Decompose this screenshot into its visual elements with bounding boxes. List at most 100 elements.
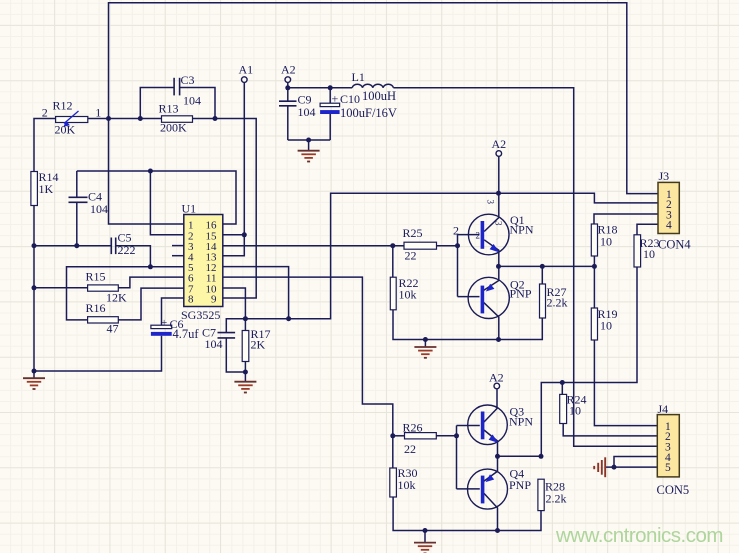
svg-text:2: 2 bbox=[666, 199, 672, 211]
svg-text:1K: 1K bbox=[39, 182, 54, 196]
svg-text:222: 222 bbox=[118, 243, 136, 257]
svg-text:12: 12 bbox=[206, 262, 217, 274]
svg-text:A2: A2 bbox=[492, 137, 507, 151]
svg-text:5: 5 bbox=[188, 262, 194, 274]
svg-text:Q4: Q4 bbox=[510, 467, 525, 481]
svg-text:104: 104 bbox=[205, 337, 223, 351]
svg-text:100uH: 100uH bbox=[362, 89, 396, 103]
svg-text:A2: A2 bbox=[489, 371, 504, 385]
svg-text:R18: R18 bbox=[598, 223, 618, 237]
svg-text:9: 9 bbox=[211, 294, 217, 306]
svg-text:R15: R15 bbox=[86, 270, 106, 284]
svg-text:C9: C9 bbox=[298, 93, 312, 107]
svg-text:10k: 10k bbox=[398, 478, 416, 492]
svg-text:2.2k: 2.2k bbox=[547, 296, 568, 310]
svg-text:104: 104 bbox=[183, 94, 201, 108]
svg-text:A2: A2 bbox=[281, 62, 296, 76]
svg-text:R26: R26 bbox=[403, 421, 423, 435]
svg-text:14: 14 bbox=[206, 241, 218, 253]
svg-text:R30: R30 bbox=[398, 466, 418, 480]
svg-text:3: 3 bbox=[665, 442, 671, 454]
svg-text:104: 104 bbox=[298, 105, 316, 119]
svg-text:PNP: PNP bbox=[509, 478, 531, 492]
svg-text:R28: R28 bbox=[545, 480, 565, 494]
svg-text:1: 1 bbox=[666, 189, 672, 201]
svg-text:20K: 20K bbox=[55, 123, 76, 137]
svg-text:4: 4 bbox=[666, 220, 672, 232]
svg-text:5: 5 bbox=[665, 462, 671, 474]
svg-text:22: 22 bbox=[404, 442, 416, 456]
svg-text:C6: C6 bbox=[170, 317, 184, 331]
svg-text:2K: 2K bbox=[251, 338, 266, 352]
svg-text:15: 15 bbox=[206, 230, 218, 242]
svg-text:3: 3 bbox=[666, 209, 672, 221]
svg-text:47: 47 bbox=[107, 322, 119, 336]
svg-text:10: 10 bbox=[600, 319, 612, 333]
svg-text:R27: R27 bbox=[547, 285, 567, 299]
svg-text:1: 1 bbox=[95, 106, 101, 120]
svg-text:2: 2 bbox=[453, 224, 459, 238]
svg-text:C5: C5 bbox=[118, 231, 132, 245]
svg-text:Q1: Q1 bbox=[510, 213, 525, 227]
svg-text:11: 11 bbox=[206, 273, 217, 285]
svg-text:R23: R23 bbox=[640, 236, 660, 250]
svg-text:R13: R13 bbox=[159, 102, 179, 116]
svg-text:3: 3 bbox=[188, 241, 194, 253]
svg-text:+: + bbox=[161, 317, 167, 329]
svg-text:10: 10 bbox=[600, 235, 612, 249]
svg-text:7: 7 bbox=[188, 284, 194, 296]
svg-text:3: 3 bbox=[494, 221, 504, 226]
svg-text:C10: C10 bbox=[340, 92, 360, 106]
svg-text:4.7uf: 4.7uf bbox=[173, 327, 200, 341]
svg-text:22: 22 bbox=[405, 249, 417, 263]
svg-text:13: 13 bbox=[206, 251, 218, 263]
svg-text:2: 2 bbox=[665, 431, 671, 443]
svg-text:+: + bbox=[332, 92, 339, 106]
svg-text:PNP: PNP bbox=[510, 287, 532, 301]
svg-text:6: 6 bbox=[188, 273, 194, 285]
svg-text:Q2: Q2 bbox=[510, 277, 525, 291]
svg-text:2: 2 bbox=[476, 231, 481, 241]
svg-text:J4: J4 bbox=[658, 402, 669, 416]
svg-text:R19: R19 bbox=[598, 307, 618, 321]
svg-text:1: 1 bbox=[665, 421, 671, 433]
svg-text:2: 2 bbox=[42, 105, 48, 119]
svg-text:C7: C7 bbox=[202, 326, 216, 340]
svg-text:10k: 10k bbox=[399, 288, 417, 302]
svg-text:R25: R25 bbox=[403, 226, 423, 240]
svg-text:R17: R17 bbox=[251, 327, 271, 341]
svg-text:R16: R16 bbox=[86, 301, 106, 315]
svg-text:J3: J3 bbox=[659, 169, 670, 183]
svg-text:Q3: Q3 bbox=[510, 404, 525, 418]
svg-text:www.cntronics.com: www.cntronics.com bbox=[555, 524, 723, 547]
svg-text:L1: L1 bbox=[352, 70, 365, 84]
svg-text:C3: C3 bbox=[181, 73, 195, 87]
svg-text:SG3525: SG3525 bbox=[181, 308, 220, 322]
svg-text:10: 10 bbox=[206, 284, 218, 296]
svg-text:R22: R22 bbox=[399, 276, 419, 290]
svg-text:8: 8 bbox=[188, 294, 194, 306]
svg-text:104: 104 bbox=[90, 202, 108, 216]
svg-text:1: 1 bbox=[188, 220, 194, 232]
svg-text:A1: A1 bbox=[239, 62, 254, 76]
svg-text:R14: R14 bbox=[39, 170, 59, 184]
svg-text:C4: C4 bbox=[88, 190, 102, 204]
svg-text:U1: U1 bbox=[182, 202, 197, 216]
svg-text:2.2k: 2.2k bbox=[546, 492, 567, 506]
svg-text:10: 10 bbox=[569, 404, 581, 418]
svg-text:4: 4 bbox=[188, 251, 194, 263]
svg-text:R12: R12 bbox=[53, 99, 73, 113]
svg-text:100uF/16V: 100uF/16V bbox=[340, 106, 397, 120]
svg-text:10: 10 bbox=[643, 247, 655, 261]
svg-text:200K: 200K bbox=[160, 121, 187, 135]
svg-text:CON4: CON4 bbox=[658, 238, 691, 252]
svg-text:4: 4 bbox=[665, 452, 671, 464]
svg-text:NPN: NPN bbox=[510, 222, 534, 236]
svg-text:CON5: CON5 bbox=[657, 483, 690, 497]
svg-text:R24: R24 bbox=[567, 393, 587, 407]
svg-text:3: 3 bbox=[486, 200, 496, 205]
svg-text:2: 2 bbox=[188, 230, 194, 242]
svg-text:12K: 12K bbox=[106, 291, 127, 305]
svg-text:16: 16 bbox=[206, 220, 218, 232]
svg-text:NPN: NPN bbox=[509, 415, 533, 429]
